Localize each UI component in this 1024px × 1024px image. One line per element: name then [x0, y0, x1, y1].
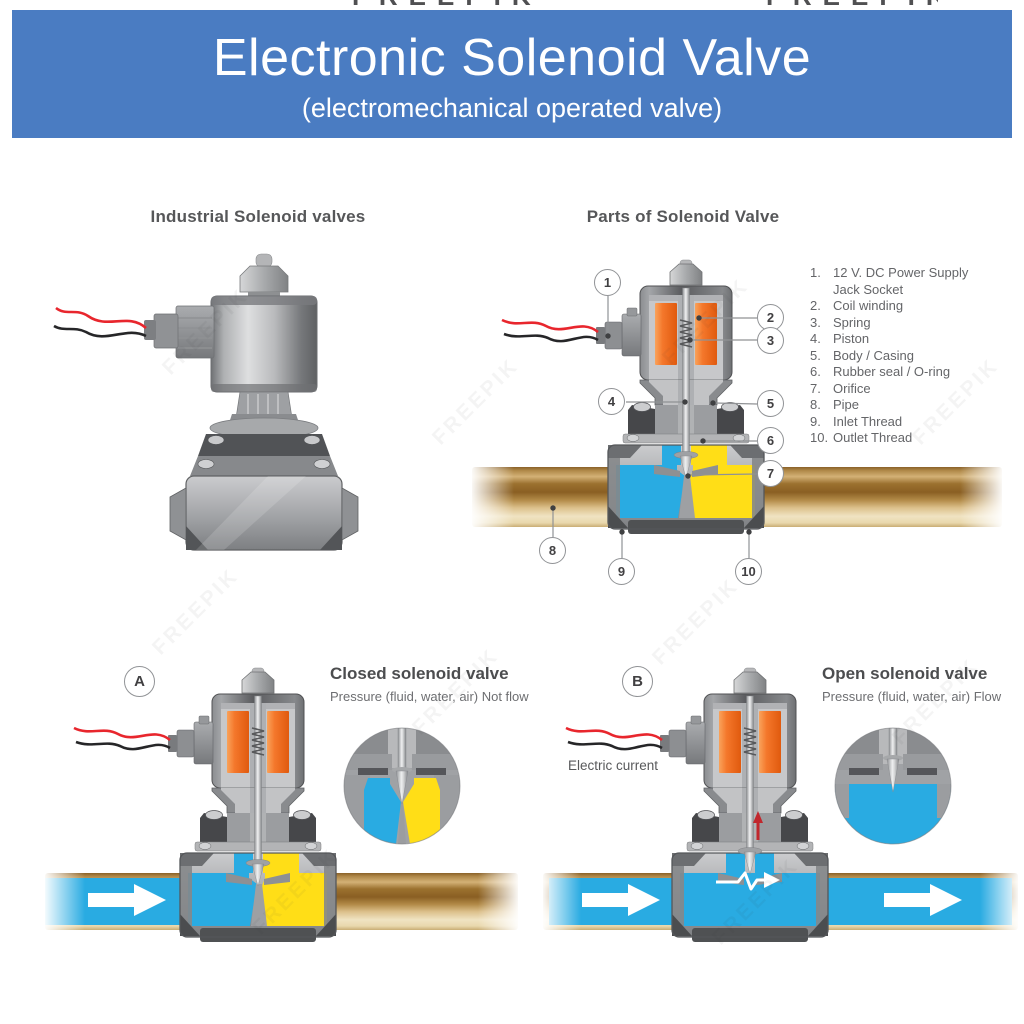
- callout-9: 9: [608, 558, 635, 585]
- parts-list-item: 8. Pipe: [810, 397, 986, 414]
- item-number: 8.: [810, 397, 821, 412]
- title-banner: Electronic Solenoid Valve (electromechan…: [12, 10, 1012, 138]
- closed-valve-pipe: [45, 873, 518, 930]
- closed-valve-subheading: Pressure (fluid, water, air) Not flow: [330, 689, 529, 704]
- industrial-valve-illustration: [53, 253, 359, 551]
- parts-list-item: 6. Rubber seal / O-ring: [810, 364, 986, 381]
- item-number: 5.: [810, 347, 821, 363]
- callout-dots: [550, 315, 752, 535]
- item-label: Inlet Thread: [833, 413, 903, 429]
- item-label: Orifice: [833, 380, 871, 396]
- flow-through-arrow: [716, 871, 780, 891]
- parts-list-item: 5. Body / Casing: [810, 348, 986, 365]
- callout-3: 3: [757, 327, 784, 354]
- parts-list-item: 10. Outlet Thread: [810, 430, 986, 447]
- electric-current-label: Electric current: [568, 758, 659, 773]
- page-subtitle: (electromechanical operated valve): [301, 93, 723, 123]
- parts-list-item: 3. Spring: [810, 315, 986, 332]
- callout-2: 2: [757, 304, 784, 331]
- magnifier-closed-detail: [343, 727, 461, 845]
- closed-valve-heading: Closed solenoid valve: [330, 664, 509, 683]
- callout-4: 4: [598, 388, 625, 415]
- parts-list-item: 4. Piston: [810, 331, 986, 348]
- item-label: Rubber seal / O-ring: [833, 364, 951, 379]
- parts-list-item: 1. 12 V. DC Power Supply Jack Socket: [810, 265, 986, 298]
- item-label: Outlet Thread: [833, 430, 913, 445]
- industrial-section-heading: Industrial Solenoid valves: [150, 207, 366, 226]
- item-label: Pipe: [833, 397, 860, 412]
- magnifier-open-detail: [834, 727, 952, 845]
- item-label: Spring: [833, 314, 871, 330]
- item-number: 9.: [810, 413, 821, 429]
- red-wire: [55, 306, 147, 330]
- cable-connector: [175, 305, 215, 359]
- callout-8: 8: [539, 537, 566, 564]
- callout-7: 7: [757, 460, 784, 487]
- parts-list-item: 2. Coil winding: [810, 298, 986, 315]
- callout-1: 1: [594, 269, 621, 296]
- black-wire: [53, 324, 147, 338]
- callout-5: 5: [757, 390, 784, 417]
- item-number: 6.: [810, 364, 821, 379]
- open-valve-subheading: Pressure (fluid, water, air) Flow: [822, 689, 1002, 704]
- diagram-b-badge: B: [622, 666, 653, 697]
- item-number: 7.: [810, 380, 821, 396]
- item-label: Body / Casing: [833, 347, 914, 363]
- parts-list-item: 9. Inlet Thread: [810, 414, 986, 431]
- item-label: Piston: [833, 331, 870, 346]
- diagram-a-badge: A: [124, 666, 155, 697]
- callout-10: 10: [735, 558, 762, 585]
- piston-up-arrow: [753, 811, 763, 840]
- callout-6: 6: [757, 427, 784, 454]
- item-number: 2.: [810, 298, 821, 313]
- item-label: Coil winding: [833, 298, 904, 313]
- callout-leader-lines: [552, 296, 758, 558]
- page-title: Electronic Solenoid Valve: [212, 29, 812, 87]
- item-number: 4.: [810, 331, 821, 346]
- parts-list: 1. 12 V. DC Power Supply Jack Socket 2. Co…: [810, 265, 986, 447]
- open-valve-illustration: [564, 667, 829, 942]
- item-number: 1.: [810, 265, 821, 280]
- item-label: 12 V. DC Power Supply Jack Socket: [833, 265, 969, 297]
- parts-section-heading: Parts of Solenoid Valve: [586, 207, 780, 226]
- open-valve-heading: Open solenoid valve: [822, 664, 988, 683]
- parts-list-item: 7. Orifice: [810, 381, 986, 398]
- item-number: 3.: [810, 314, 821, 330]
- item-number: 10.: [810, 430, 829, 445]
